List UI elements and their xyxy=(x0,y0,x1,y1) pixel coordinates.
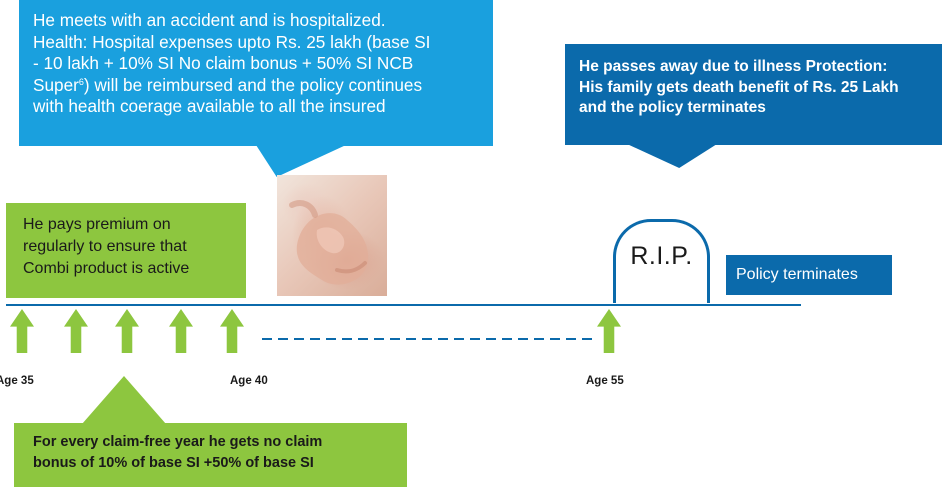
tombstone-text: R.I.P. xyxy=(630,242,693,270)
hand-illustration xyxy=(289,200,369,285)
age-label-55: Age 55 xyxy=(586,375,624,387)
hospital-callout-line-3: - 10 lakh + 10% SI No claim bonus + 50% … xyxy=(33,53,414,74)
hospitalization-callout: He meets with an accident and is hospita… xyxy=(19,0,493,146)
tombstone-icon: R.I.P. xyxy=(613,219,710,303)
up-arrow-icon xyxy=(597,309,621,353)
hospital-callout-line-4: Super6) will be reimbursed and the polic… xyxy=(33,75,479,97)
death-benefit-callout-pointer xyxy=(627,144,717,168)
up-arrow-icon xyxy=(115,309,139,353)
premium-line-2: regularly to ensure that xyxy=(23,238,187,255)
hospital-callout-line-1: He meets with an accident and is hospita… xyxy=(33,10,386,30)
up-arrow-icon xyxy=(169,309,193,353)
up-arrow-icon xyxy=(10,309,34,353)
premium-line-3: Combi product is active xyxy=(23,260,190,277)
timeline-axis xyxy=(6,304,801,306)
bonus-line-2: bonus of 10% of base SI +50% of base SI xyxy=(33,454,314,471)
timeline-gap-dashes xyxy=(262,338,592,340)
hospital-callout-line-4-prefix: Super xyxy=(33,74,79,95)
hospital-callout-line-5: with health coerage available to all the… xyxy=(33,96,386,117)
hospital-callout-line-2: Health: Hospital expenses upto Rs. 25 la… xyxy=(33,31,431,52)
premium-payment-box: He pays premium on regularly to ensure t… xyxy=(6,203,246,298)
footnote-marker: 6 xyxy=(78,76,84,87)
death-callout-line-1: He passes away due to illness Protection… xyxy=(579,58,888,75)
no-claim-bonus-callout: For every claim-free year he gets no cla… xyxy=(14,423,407,487)
age-label-40: Age 40 xyxy=(230,375,268,387)
policy-terminates-label: Policy terminates xyxy=(726,255,892,295)
death-callout-line-2: His family gets death benefit of Rs. 25 … xyxy=(579,78,899,96)
hospitalization-callout-pointer xyxy=(256,145,346,177)
injured-hand-photo xyxy=(277,175,387,296)
up-arrow-icon xyxy=(220,309,244,353)
death-callout-line-3: and the policy terminates xyxy=(579,99,766,116)
age-label-35: Age 35 xyxy=(0,375,34,387)
bonus-line-1: For every claim-free year he gets no cla… xyxy=(33,434,323,450)
death-benefit-callout: He passes away due to illness Protection… xyxy=(565,44,942,145)
premium-line-1: He pays premium on xyxy=(23,216,171,233)
hospital-callout-line-4-suffix: ) will be reimbursed and the policy cont… xyxy=(83,74,423,95)
bonus-callout-pointer xyxy=(82,376,166,424)
up-arrow-icon xyxy=(64,309,88,353)
policy-terminates-text: Policy terminates xyxy=(736,266,858,283)
